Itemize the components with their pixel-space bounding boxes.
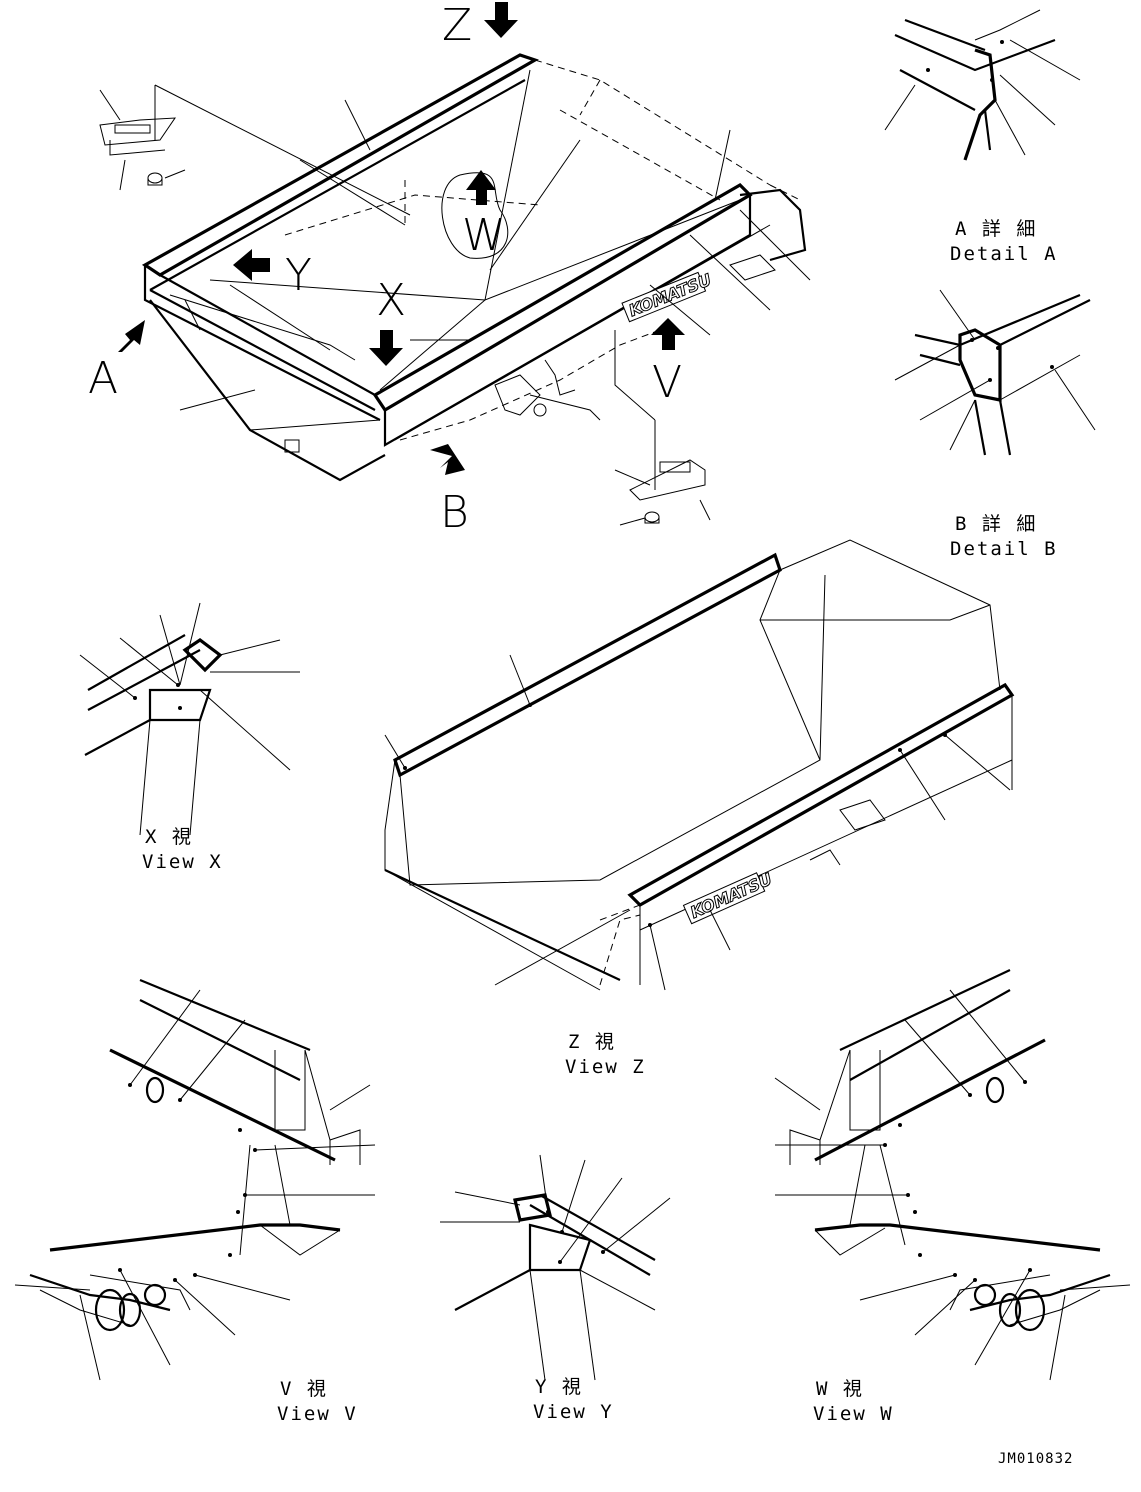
- detail-a-en: Detail A: [950, 243, 1058, 265]
- arrow-v-icon: [651, 318, 685, 350]
- detail-a-jp: A 詳 細: [955, 218, 1037, 240]
- view-v-jp: V 視: [280, 1378, 328, 1400]
- letter-a: A: [88, 353, 118, 404]
- view-y-drawing: [440, 1154, 671, 1381]
- view-arrows: [118, 2, 685, 475]
- arrow-x-icon: [369, 330, 403, 366]
- view-z-caption: Z 視 View Z: [565, 1031, 646, 1078]
- drawing-code: JM010832: [998, 1451, 1073, 1467]
- detail-a-caption: A 詳 細 Detail A: [950, 218, 1058, 265]
- dump-body-main-view: KOMATSU: [99, 53, 811, 526]
- detail-b-jp: B 詳 細: [955, 513, 1037, 535]
- view-v-en: View V: [277, 1403, 358, 1425]
- letter-z: Z: [442, 0, 472, 51]
- arrow-y-icon: [233, 249, 270, 281]
- view-z-jp: Z 視: [568, 1031, 616, 1053]
- view-y-caption: Y 視 View Y: [533, 1376, 614, 1423]
- view-z-drawing: KOMATSU: [384, 539, 1015, 991]
- arrow-z-icon: [484, 2, 518, 38]
- letter-w: W: [462, 210, 506, 261]
- brand-logo-main: KOMATSU: [626, 270, 714, 320]
- view-x-drawing: [79, 602, 300, 836]
- view-z-en: View Z: [565, 1056, 646, 1078]
- arrow-w-icon: [466, 170, 496, 205]
- detail-b-caption: B 詳 細 Detail B: [950, 513, 1058, 560]
- letter-x: X: [376, 275, 406, 326]
- view-y-jp: Y 視: [535, 1376, 583, 1398]
- letter-b: B: [440, 487, 469, 538]
- arrow-a-icon: [118, 320, 145, 352]
- arrow-b-icon: [430, 444, 465, 475]
- brand-logo-view-z: KOMATSU: [688, 869, 775, 922]
- view-w-caption: W 視 View W: [813, 1378, 894, 1425]
- view-y-en: View Y: [533, 1401, 614, 1423]
- view-w-drawing: [774, 969, 1131, 1381]
- view-x-caption: X 視 View X: [142, 826, 223, 873]
- detail-b-drawing: [894, 289, 1096, 456]
- detail-a-drawing: [884, 9, 1081, 161]
- detail-b-en: Detail B: [950, 538, 1058, 560]
- arrow-letters: Z W Y X A B V: [88, 0, 682, 538]
- view-x-en: View X: [142, 851, 223, 873]
- view-x-jp: X 視: [145, 826, 193, 848]
- view-v-caption: V 視 View V: [277, 1378, 358, 1425]
- view-w-en: View W: [813, 1403, 894, 1425]
- view-w-jp: W 視: [816, 1378, 864, 1400]
- letter-v: V: [652, 357, 682, 408]
- view-v-drawing: [14, 978, 376, 1381]
- letter-y: Y: [285, 250, 312, 301]
